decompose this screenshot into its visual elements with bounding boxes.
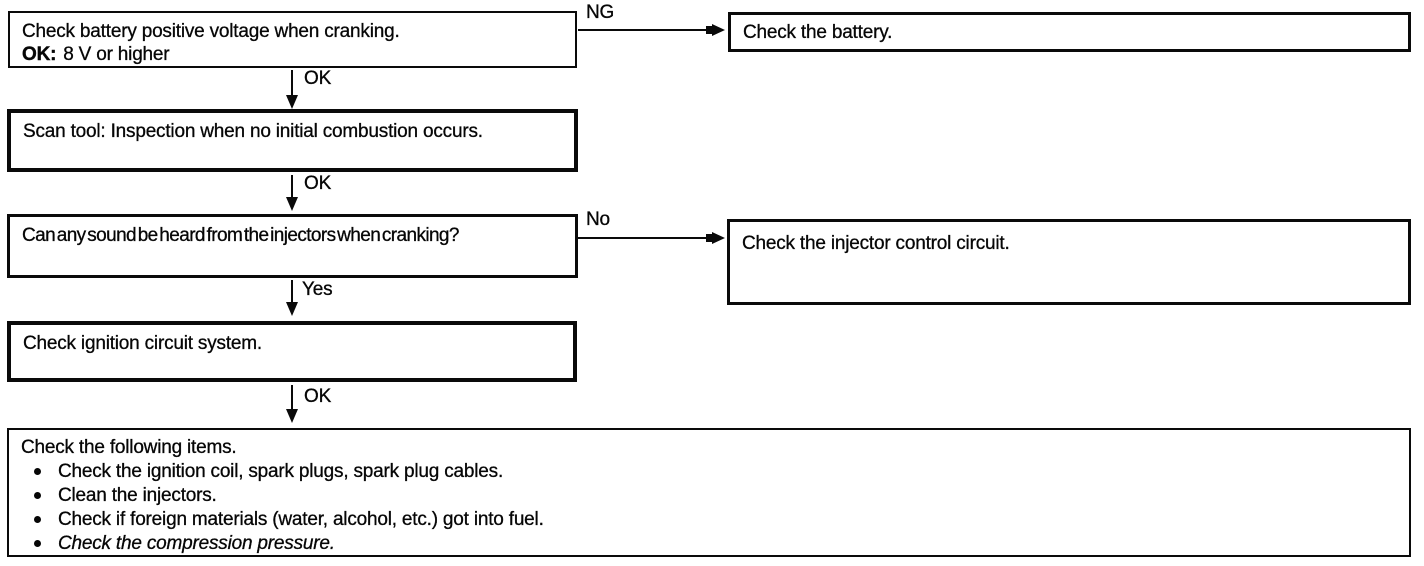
ok-condition-label: OK:	[22, 44, 57, 65]
arrowhead-down-icon	[286, 409, 298, 423]
edge-label-ok-1: OK	[304, 68, 332, 89]
checklist-item: Check the ignition coil, spark plugs, sp…	[21, 460, 1397, 484]
checklist-item-text: Check the ignition coil, spark plugs, sp…	[58, 461, 504, 482]
checklist-item-text: Clean the injectors.	[58, 485, 217, 506]
checklist-item: Check if foreign materials (water, alcoh…	[21, 508, 1397, 532]
node-scan-tool-inspection: Scan tool: Inspection when no initial co…	[7, 109, 578, 172]
edge-line-no	[578, 237, 710, 239]
checklist-item-text: Check if foreign materials (water, alcoh…	[58, 509, 544, 530]
node-text-line1: Check battery positive voltage when cran…	[22, 21, 400, 42]
ok-condition-value: 8 V or higher	[63, 44, 170, 65]
checklist-item-text: Check the compression pressure.	[58, 533, 335, 554]
edge-label-no: No	[586, 209, 610, 230]
node-text: Check ignition circuit system.	[23, 333, 262, 354]
arrowhead-down-icon	[286, 302, 298, 316]
arrowhead-right-icon	[712, 232, 725, 244]
edge-label-ok-3: OK	[304, 386, 332, 407]
edge-line-ng	[578, 29, 710, 31]
arrowhead-down-icon	[286, 95, 298, 109]
edge-label-yes: Yes	[302, 279, 333, 300]
bullet-icon	[34, 468, 41, 475]
node-text: Can any sound be heard from the injector…	[22, 225, 460, 246]
bullet-icon	[34, 492, 41, 499]
node-text: Check the injector control circuit.	[742, 233, 1010, 254]
edge-line-ok-3	[291, 385, 293, 411]
node-check-ignition-circuit: Check ignition circuit system.	[7, 321, 577, 382]
bullet-icon	[34, 516, 41, 523]
edge-line-yes	[291, 280, 293, 304]
node-check-the-battery: Check the battery.	[728, 12, 1411, 52]
node-text-line2: OK: 8 V or higher	[22, 43, 563, 66]
node-final-checklist: Check the following items. Check the ign…	[7, 428, 1411, 557]
node-injector-sound-question: Can any sound be heard from the injector…	[7, 214, 578, 278]
arrow-nub	[706, 26, 713, 34]
checklist-item: Clean the injectors.	[21, 484, 1397, 508]
edge-label-ng: NG	[586, 2, 615, 23]
arrowhead-right-icon	[712, 24, 725, 36]
node-text: Check the battery.	[743, 21, 893, 43]
edge-label-ok-2: OK	[304, 173, 332, 194]
arrow-nub	[706, 234, 713, 242]
edge-line-ok-2	[291, 175, 293, 199]
checklist-title: Check the following items.	[21, 437, 237, 458]
arrowhead-down-icon	[286, 197, 298, 211]
node-check-injector-control-circuit: Check the injector control circuit.	[727, 219, 1411, 305]
bullet-icon	[34, 540, 41, 547]
edge-line-ok-1	[291, 70, 293, 97]
checklist-item: Check the compression pressure.	[21, 532, 1397, 556]
node-check-battery-voltage: Check battery positive voltage when cran…	[8, 11, 577, 68]
node-text: Scan tool: Inspection when no initial co…	[23, 121, 483, 142]
